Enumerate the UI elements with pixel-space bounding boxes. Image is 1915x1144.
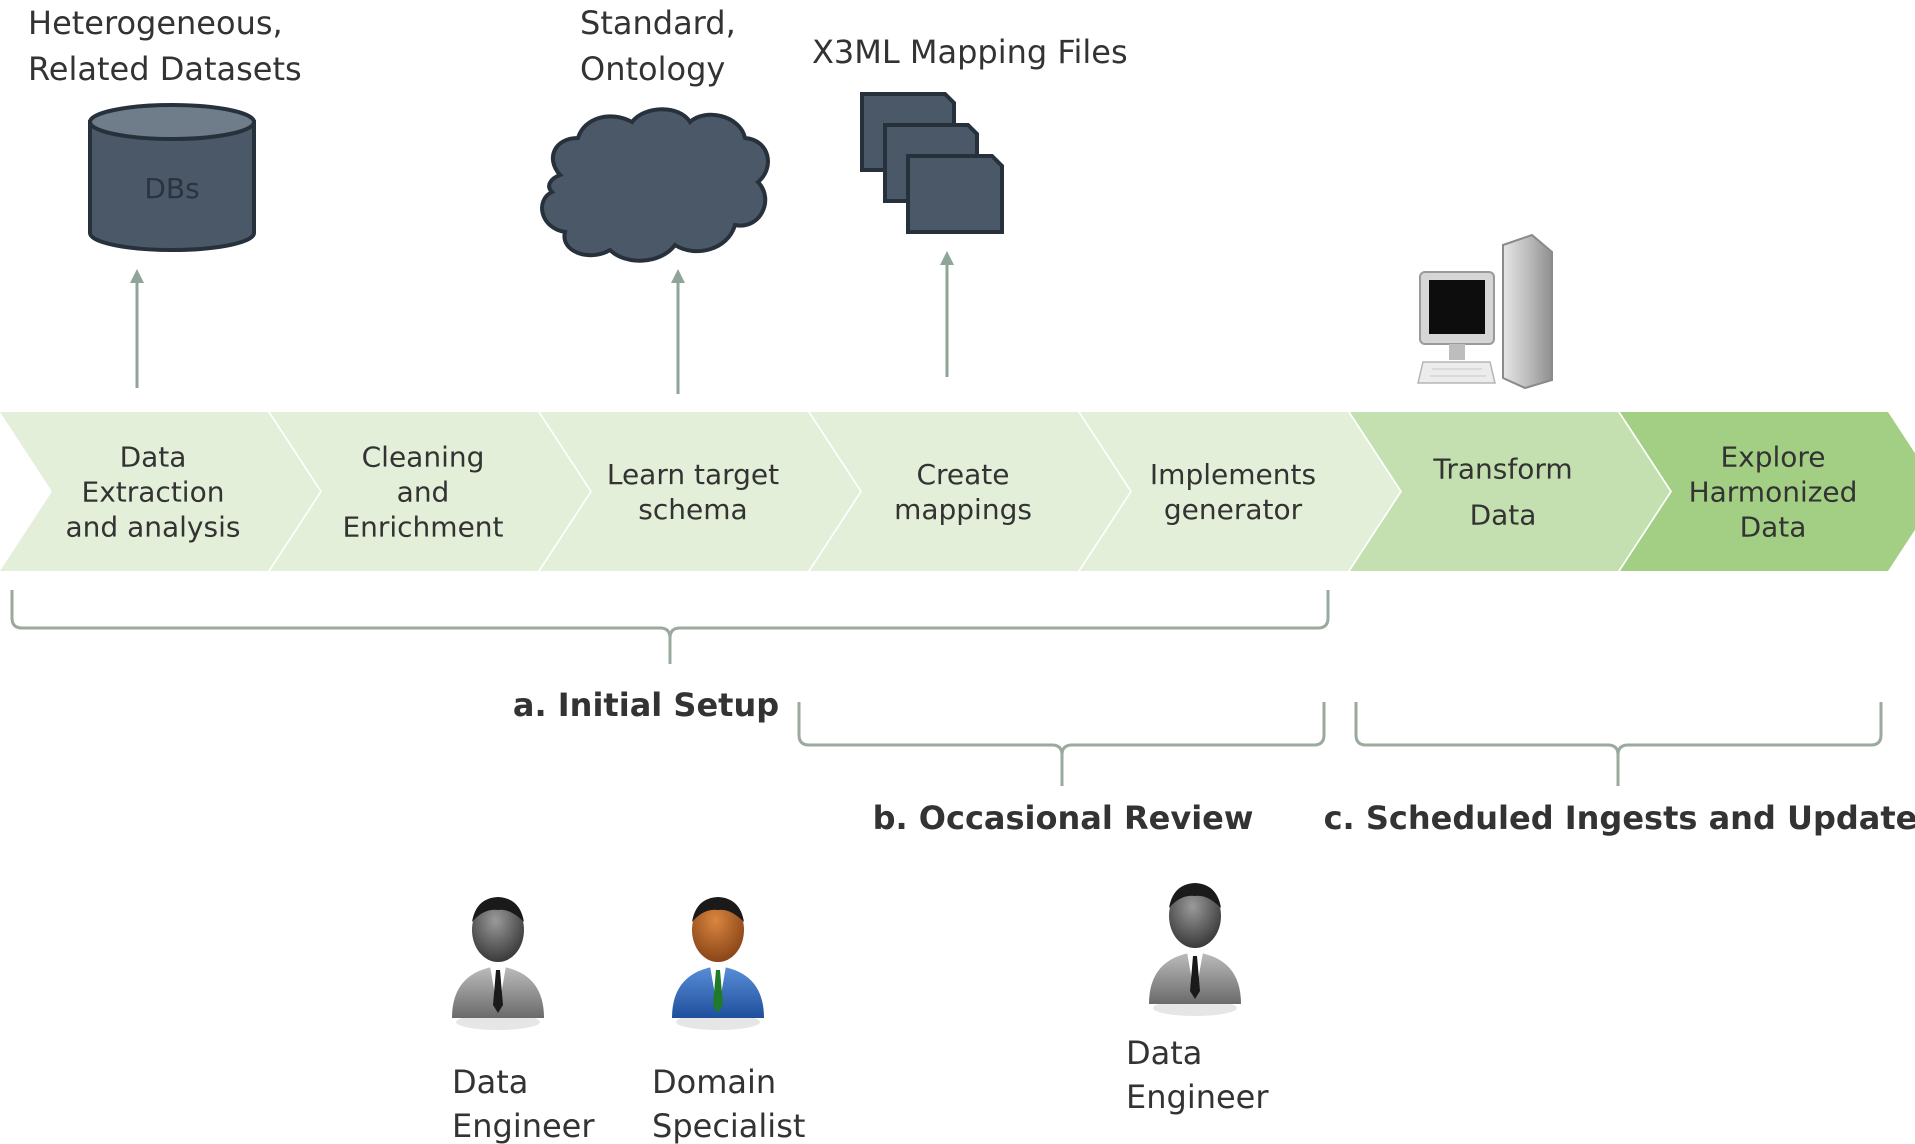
process-step-5-label-line: generator [1164,493,1303,526]
process-step-1-chevron [0,412,320,571]
process-step-7-label-line: Harmonized [1689,476,1858,509]
person-label-line: Domain [652,1063,776,1101]
person-label-data-engineer-2: Data Engineer [1126,1034,1269,1116]
process-step-3-label-line: schema [638,493,747,526]
database-label: DBs [144,172,199,205]
process-step-2-label-line: Cleaning [362,441,485,474]
process-step-1-label-line: Extraction [82,476,225,509]
phase-occasional-review: b. Occasional Review [873,799,1254,837]
process-step-2-label-line: and [397,476,450,509]
brace-scheduled-ingests [1354,702,1883,786]
process-step-2-chevron [270,412,590,571]
database-icon: DBs [88,103,256,252]
process-step-3-chevron [540,412,860,571]
desktop-computer-icon [1417,233,1553,390]
process-step-7-label-line: Explore [1720,441,1825,474]
process-step-6-label-line: Data [1470,499,1537,532]
process-step-1-label-line: and analysis [66,511,241,544]
person-label-line: Data [1126,1034,1202,1072]
cloud-icon [540,107,770,263]
mappings-label: X3ML Mapping Files [812,33,1128,71]
phase-scheduled-ingests: c. Scheduled Ingests and Updates [1324,799,1915,837]
process-step-3-label-line: Learn target [607,458,779,491]
process-step-6-label-line: Transform [1432,453,1572,486]
person-icon-domain-specialist [672,897,764,1030]
datasets-label-line-1: Heterogeneous, [28,4,283,42]
process-step-2-label-line: Enrichment [342,511,503,544]
phase-initial-setup: a. Initial Setup [513,686,779,724]
process-step-6-chevron [1350,412,1670,571]
person-icon-data-engineer-2 [1149,883,1241,1016]
person-icon-data-engineer-1 [452,897,544,1030]
ontology-label: Standard, Ontology [580,4,746,88]
process-step-1-label-line: Data [120,441,187,474]
files-stack-icon [860,92,1004,234]
person-label-data-engineer-1: Data Engineer [452,1063,595,1144]
process-step-4-chevron [810,412,1130,571]
datasets-label: Heterogeneous, Related Datasets [28,4,302,88]
datasets-label-line-2: Related Datasets [28,50,302,88]
process-step-7-chevron [1620,412,1915,571]
brace-occasional-review [797,702,1326,786]
person-label-line: Engineer [1126,1078,1269,1116]
person-label-line: Engineer [452,1107,595,1144]
process-step-5-label-line: Implements [1150,458,1316,491]
process-step-4-label-line: Create [916,458,1009,491]
ontology-label-line-2: Ontology [580,50,725,88]
person-label-line: Specialist [652,1107,805,1144]
brace-initial-setup [10,590,1330,664]
process-step-7-label-line: Data [1740,511,1807,544]
process-step-4-label-line: mappings [894,493,1032,526]
person-label-domain-specialist: Domain Specialist [652,1063,805,1144]
ontology-label-line-1: Standard, [580,4,736,42]
person-label-line: Data [452,1063,528,1101]
process-step-5-chevron [1080,412,1400,571]
